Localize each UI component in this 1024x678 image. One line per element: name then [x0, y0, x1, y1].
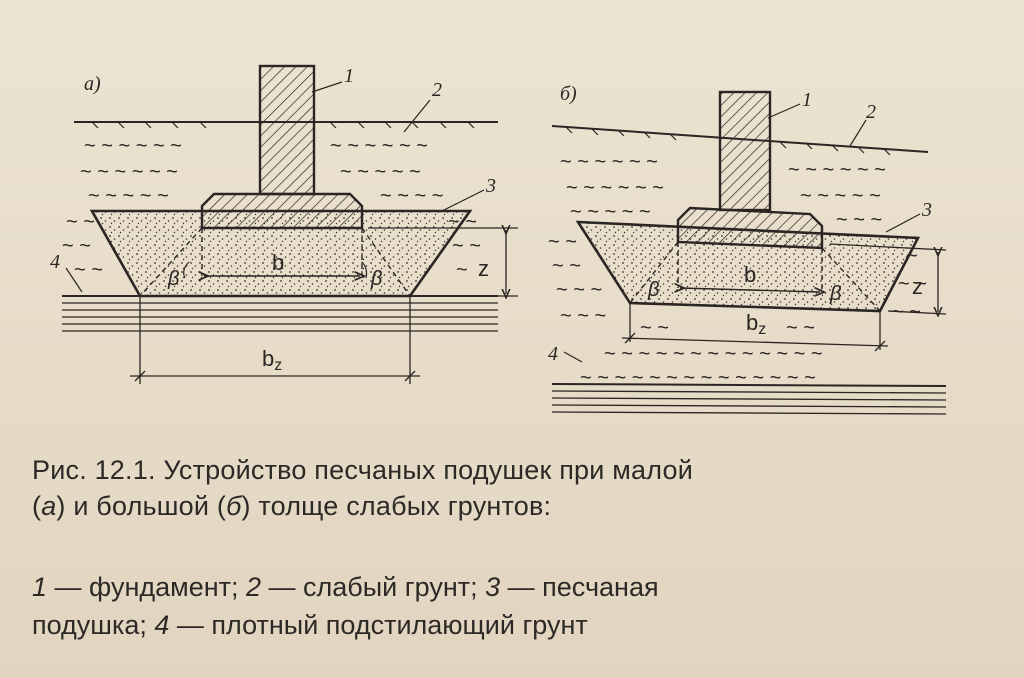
legend-number-2: 2	[246, 572, 262, 602]
legend-number-4: 4	[154, 610, 170, 640]
stress-lines-a	[139, 227, 411, 297]
dim-z-label-a: z	[478, 256, 489, 281]
svg-text:~ ~ ~ ~ ~ ~: ~ ~ ~ ~ ~ ~	[330, 135, 428, 157]
caption-end-text: ) толще слабых грунтов:	[241, 491, 552, 521]
svg-text:~ ~: ~ ~	[74, 259, 103, 281]
svg-text:~ ~ ~ ~ ~ ~: ~ ~ ~ ~ ~ ~	[80, 161, 178, 183]
svg-text:~ ~: ~ ~	[66, 211, 95, 233]
callout-4-a: 4	[50, 251, 60, 273]
beta-label-b-left: β	[647, 279, 659, 301]
svg-text:~ ~ ~ ~ ~: ~ ~ ~ ~ ~	[800, 185, 881, 207]
dim-z-label-b: z	[912, 274, 923, 299]
figure-caption: Рис. 12.1. Устройство песчаных подушек п…	[32, 452, 992, 524]
svg-text:~ ~ ~: ~ ~ ~	[556, 279, 602, 301]
callout-3-b: 3	[921, 199, 932, 221]
beta-label-a-left: β	[167, 268, 179, 290]
svg-text:~ ~ ~ ~: ~ ~ ~ ~	[380, 185, 443, 207]
svg-text:~ ~ ~: ~ ~ ~	[560, 305, 606, 327]
caption-paren-open: (	[32, 491, 42, 521]
callout-2-b: 2	[866, 101, 876, 123]
svg-text:~ ~: ~ ~	[62, 235, 91, 257]
panel-a: a) ~ ~ ~ ~ ~ ~ ~ ~ ~ ~ ~ ~ ~ ~ ~ ~ ~ ~ ~…	[50, 64, 518, 384]
legend-text-4: — плотный подстилающий грунт	[169, 610, 588, 640]
svg-text:~ ~: ~ ~	[552, 255, 581, 277]
figure-legend: 1 — фундамент; 2 — слабый грунт; 3 — пес…	[32, 568, 992, 644]
svg-text:~ ~ ~ ~ ~: ~ ~ ~ ~ ~	[570, 201, 651, 223]
foundation-footing-b	[676, 206, 824, 250]
legend-text-2: — слабый грунт;	[261, 572, 486, 602]
foundation-column-a	[258, 64, 316, 196]
dim-z-b	[829, 243, 947, 314]
dim-bz-b	[621, 303, 889, 352]
dense-soil-lines-a	[62, 295, 498, 332]
svg-text:~ ~: ~ ~	[452, 235, 481, 257]
caption-b-label: б	[226, 491, 242, 521]
svg-text:~ ~ ~ ~ ~ ~ ~ ~ ~ ~ ~ ~ ~: ~ ~ ~ ~ ~ ~ ~ ~ ~ ~ ~ ~ ~	[604, 343, 823, 365]
dim-b-b	[680, 288, 820, 292]
svg-text:~ ~ ~ ~ ~ ~: ~ ~ ~ ~ ~ ~	[560, 151, 658, 173]
svg-text:~ ~: ~ ~	[786, 317, 815, 339]
caption-mid-text: ) и большой (	[56, 491, 227, 521]
figure-12-1: a) ~ ~ ~ ~ ~ ~ ~ ~ ~ ~ ~ ~ ~ ~ ~ ~ ~ ~ ~…	[50, 64, 947, 415]
dim-z-a	[368, 228, 518, 296]
legend-text-3-cont: подушка;	[32, 610, 155, 640]
svg-text:~ ~: ~ ~	[640, 317, 669, 339]
dim-b-label-b: b	[744, 262, 756, 287]
svg-text:~: ~	[906, 245, 918, 267]
callout-2-a: 2	[432, 79, 442, 101]
svg-text:~ ~ ~ ~ ~ ~: ~ ~ ~ ~ ~ ~	[84, 135, 182, 157]
legend-line-1: 1 — фундамент; 2 — слабый грунт; 3 — пес…	[32, 568, 992, 606]
dense-soil-lines-b	[551, 383, 947, 415]
callout-3-a: 3	[485, 175, 496, 197]
ground-surface-ticks	[91, 121, 475, 129]
dim-bz-label-a: bz	[262, 346, 282, 374]
beta-arc-a-left	[183, 261, 190, 279]
legend-number-1: 1	[32, 572, 48, 602]
callout-1-b: 1	[802, 89, 812, 111]
beta-label-b-right: β	[829, 283, 841, 305]
panel-a-label: a)	[84, 73, 101, 95]
ground-surface-ticks-b	[565, 126, 891, 156]
beta-arc-a-right	[361, 261, 368, 279]
callout-leaders-b	[563, 103, 921, 363]
svg-text:~ ~: ~ ~	[898, 273, 927, 295]
svg-text:~ ~ ~ ~ ~ ~: ~ ~ ~ ~ ~ ~	[788, 159, 886, 181]
svg-text:~ ~ ~ ~ ~: ~ ~ ~ ~ ~	[88, 185, 169, 207]
svg-text:~ ~: ~ ~	[548, 231, 577, 253]
beta-label-a-right: β	[370, 268, 382, 290]
foundation-column-b	[718, 90, 772, 212]
callout-4-b: 4	[548, 343, 558, 365]
legend-text-1: — фундамент;	[47, 572, 246, 602]
legend-text-3: — песчаная	[500, 572, 659, 602]
caption-a-label: а	[41, 491, 57, 521]
dim-bz-label-b: bz	[746, 310, 766, 338]
legend-number-3: 3	[485, 572, 501, 602]
panel-b: б) ~ ~ ~ ~ ~ ~ ~ ~ ~ ~ ~ ~ ~ ~ ~ ~ ~ ~ ~…	[548, 83, 947, 415]
svg-text:~ ~ ~ ~ ~: ~ ~ ~ ~ ~	[340, 161, 421, 183]
caption-line-2: (а) и большой (б) толще слабых грунтов:	[32, 488, 992, 524]
svg-text:~: ~	[456, 259, 468, 281]
callout-1-a: 1	[344, 65, 354, 87]
svg-text:~ ~ ~: ~ ~ ~	[836, 209, 882, 231]
foundation-footing-a	[200, 192, 364, 230]
panel-b-label: б)	[560, 83, 577, 105]
dim-bz-a	[130, 296, 420, 384]
svg-text:~ ~ ~ ~ ~ ~: ~ ~ ~ ~ ~ ~	[566, 177, 664, 199]
caption-line-1: Рис. 12.1. Устройство песчаных подушек п…	[32, 455, 693, 485]
weak-soil-marks-a: ~ ~ ~ ~ ~ ~ ~ ~ ~ ~ ~ ~ ~ ~ ~ ~ ~ ~ ~ ~ …	[62, 135, 481, 281]
dim-b-label-a: b	[272, 250, 284, 275]
legend-line-2: подушка; 4 — плотный подстилающий грунт	[32, 606, 992, 644]
callout-leaders-a	[65, 81, 485, 293]
